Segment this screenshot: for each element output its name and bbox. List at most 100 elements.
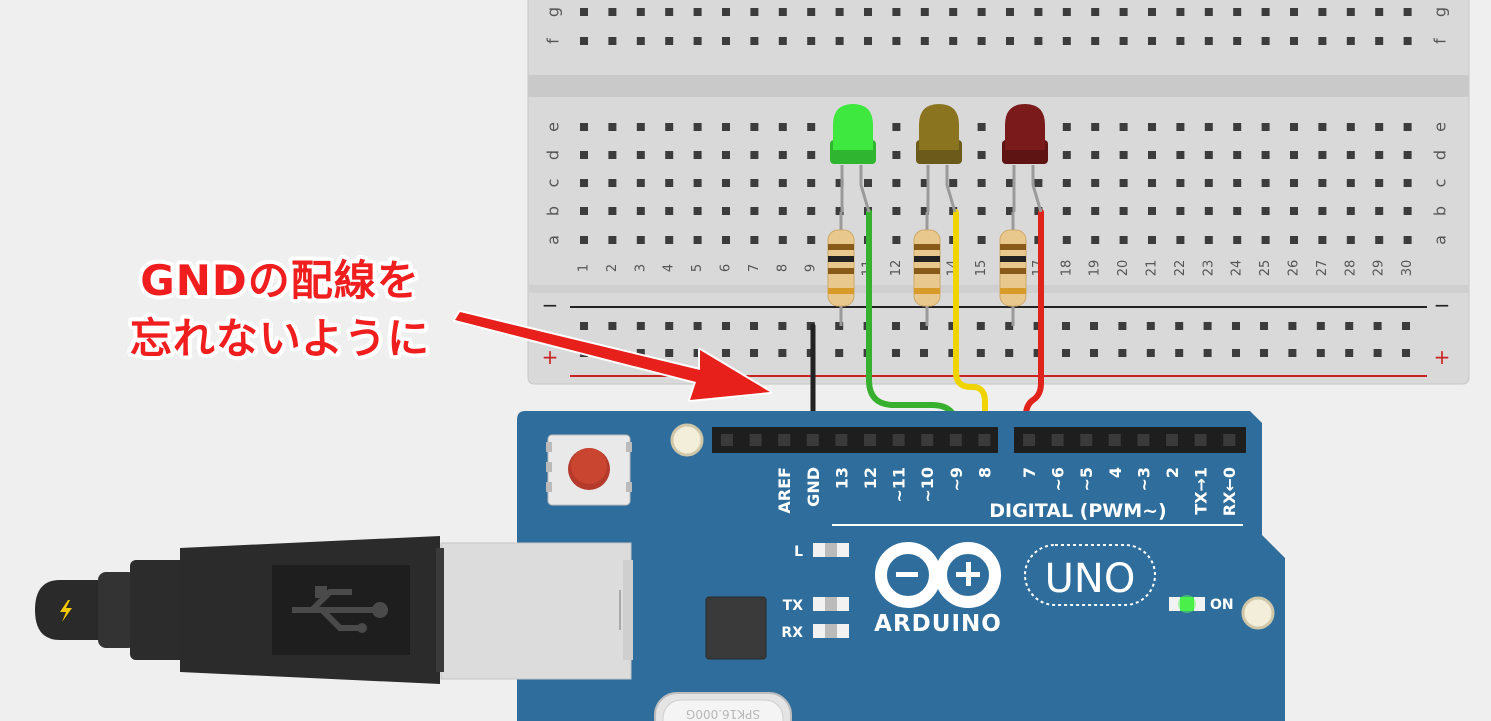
breadboard-hole: [807, 8, 816, 16]
breadboard-hole: [750, 236, 759, 244]
breadboard-hole: [722, 179, 730, 187]
usb-jack: [440, 542, 633, 680]
rail-hole: [665, 322, 674, 330]
breadboard-hole: [1290, 179, 1298, 187]
breadboard-hole: [1318, 151, 1327, 159]
header-pin[interactable]: [1080, 434, 1093, 446]
header-pin[interactable]: [806, 434, 819, 446]
rail-symbol: +: [542, 345, 559, 369]
rail-hole: [1232, 349, 1240, 357]
annotation-arrow: [453, 310, 772, 402]
breadboard-hole: [1006, 179, 1014, 187]
column-number: 18: [1059, 260, 1074, 277]
red-led[interactable]: [1002, 104, 1048, 213]
breadboard-hole: [1091, 37, 1100, 45]
resistor[interactable]: [913, 212, 941, 326]
header-pin[interactable]: [1023, 434, 1035, 446]
rail-hole: [1118, 322, 1127, 330]
header-pin[interactable]: [978, 434, 991, 446]
breadboard-hole: [1204, 8, 1213, 16]
header-pin[interactable]: [892, 434, 905, 446]
breadboard-hole: [636, 8, 645, 16]
breadboard-hole: [1062, 207, 1071, 215]
header-pin[interactable]: [864, 434, 876, 446]
rail-hole: [636, 322, 645, 330]
rail-hole: [892, 349, 900, 357]
header-pin[interactable]: [1166, 434, 1178, 446]
breadboard-hole: [1119, 37, 1128, 45]
breadboard-hole: [1403, 179, 1412, 187]
header-pin[interactable]: [1194, 434, 1207, 446]
rail-hole: [976, 322, 985, 330]
header-pin[interactable]: [749, 434, 762, 446]
breadboard-hole: [1148, 8, 1156, 16]
header-pin[interactable]: [1137, 434, 1150, 446]
breadboard-hole: [1148, 151, 1156, 159]
chip: [705, 596, 767, 660]
breadboard-hole: [608, 123, 617, 131]
breadboard-hole: [1204, 179, 1213, 187]
yellow-led[interactable]: [916, 104, 962, 213]
breadboard-hole: [722, 207, 730, 215]
breadboard-hole: [608, 179, 617, 187]
header-pin[interactable]: [1223, 434, 1236, 446]
header-pin[interactable]: [1108, 434, 1121, 446]
rail-hole: [693, 322, 702, 330]
rail-hole: [835, 322, 844, 330]
column-number: 8: [775, 264, 790, 272]
breadboard-hole: [693, 8, 702, 16]
usb-cable[interactable]: [35, 536, 444, 684]
breadboard-hole: [949, 37, 958, 45]
brand-label: ARDUINO: [874, 611, 1002, 637]
pin-label: 4: [1106, 467, 1125, 478]
header-pin[interactable]: [778, 434, 791, 446]
header-pin[interactable]: [921, 434, 934, 446]
header-pin[interactable]: [835, 434, 848, 446]
breadboard-hole: [1261, 207, 1270, 215]
rail-hole: [1090, 322, 1098, 330]
rail-hole: [778, 322, 787, 330]
breadboard-hole: [807, 123, 816, 131]
column-number: 21: [1145, 260, 1160, 277]
rail-hole: [1175, 349, 1184, 357]
row-letter: f: [544, 38, 563, 44]
rail-hole: [892, 322, 900, 330]
breadboard-hole: [580, 207, 588, 215]
breadboard-hole: [1091, 207, 1100, 215]
breadboard-hole: [835, 179, 844, 187]
rail-hole: [1005, 349, 1014, 357]
breadboard-hole: [920, 207, 929, 215]
rail-hole: [636, 349, 645, 357]
breadboard-hole: [1346, 37, 1355, 45]
breadboard-hole: [1119, 207, 1128, 215]
resistor[interactable]: [999, 212, 1027, 326]
breadboard-hole: [608, 207, 617, 215]
column-number: 26: [1287, 260, 1302, 277]
svg-text:TX: TX: [783, 598, 804, 614]
breadboard-hole: [1119, 151, 1128, 159]
svg-text:ON: ON: [1210, 597, 1234, 613]
header-pin[interactable]: [949, 434, 962, 446]
breadboard-hole: [1261, 179, 1270, 187]
green-led[interactable]: [830, 104, 876, 213]
column-number: 30: [1400, 260, 1415, 277]
rail-hole: [722, 322, 730, 330]
svg-text:RX: RX: [781, 625, 803, 641]
breadboard-hole: [949, 179, 958, 187]
rail-hole: [722, 349, 730, 357]
yellow-wire[interactable]: [953, 209, 988, 443]
breadboard-hole: [1346, 236, 1355, 244]
breadboard-hole: [1176, 123, 1185, 131]
breadboard-hole: [1403, 37, 1412, 45]
header-pin[interactable]: [1051, 434, 1064, 446]
breadboard-hole: [1204, 37, 1213, 45]
reset-button[interactable]: [546, 434, 632, 506]
resistor[interactable]: [827, 212, 855, 326]
breadboard-hole: [1091, 236, 1100, 244]
rail-hole: [693, 349, 702, 357]
header-pin[interactable]: [721, 434, 733, 446]
row-letter: c: [1431, 179, 1450, 188]
breadboard-hole: [1290, 236, 1298, 244]
breadboard-hole: [722, 236, 730, 244]
breadboard-hole: [1375, 236, 1384, 244]
